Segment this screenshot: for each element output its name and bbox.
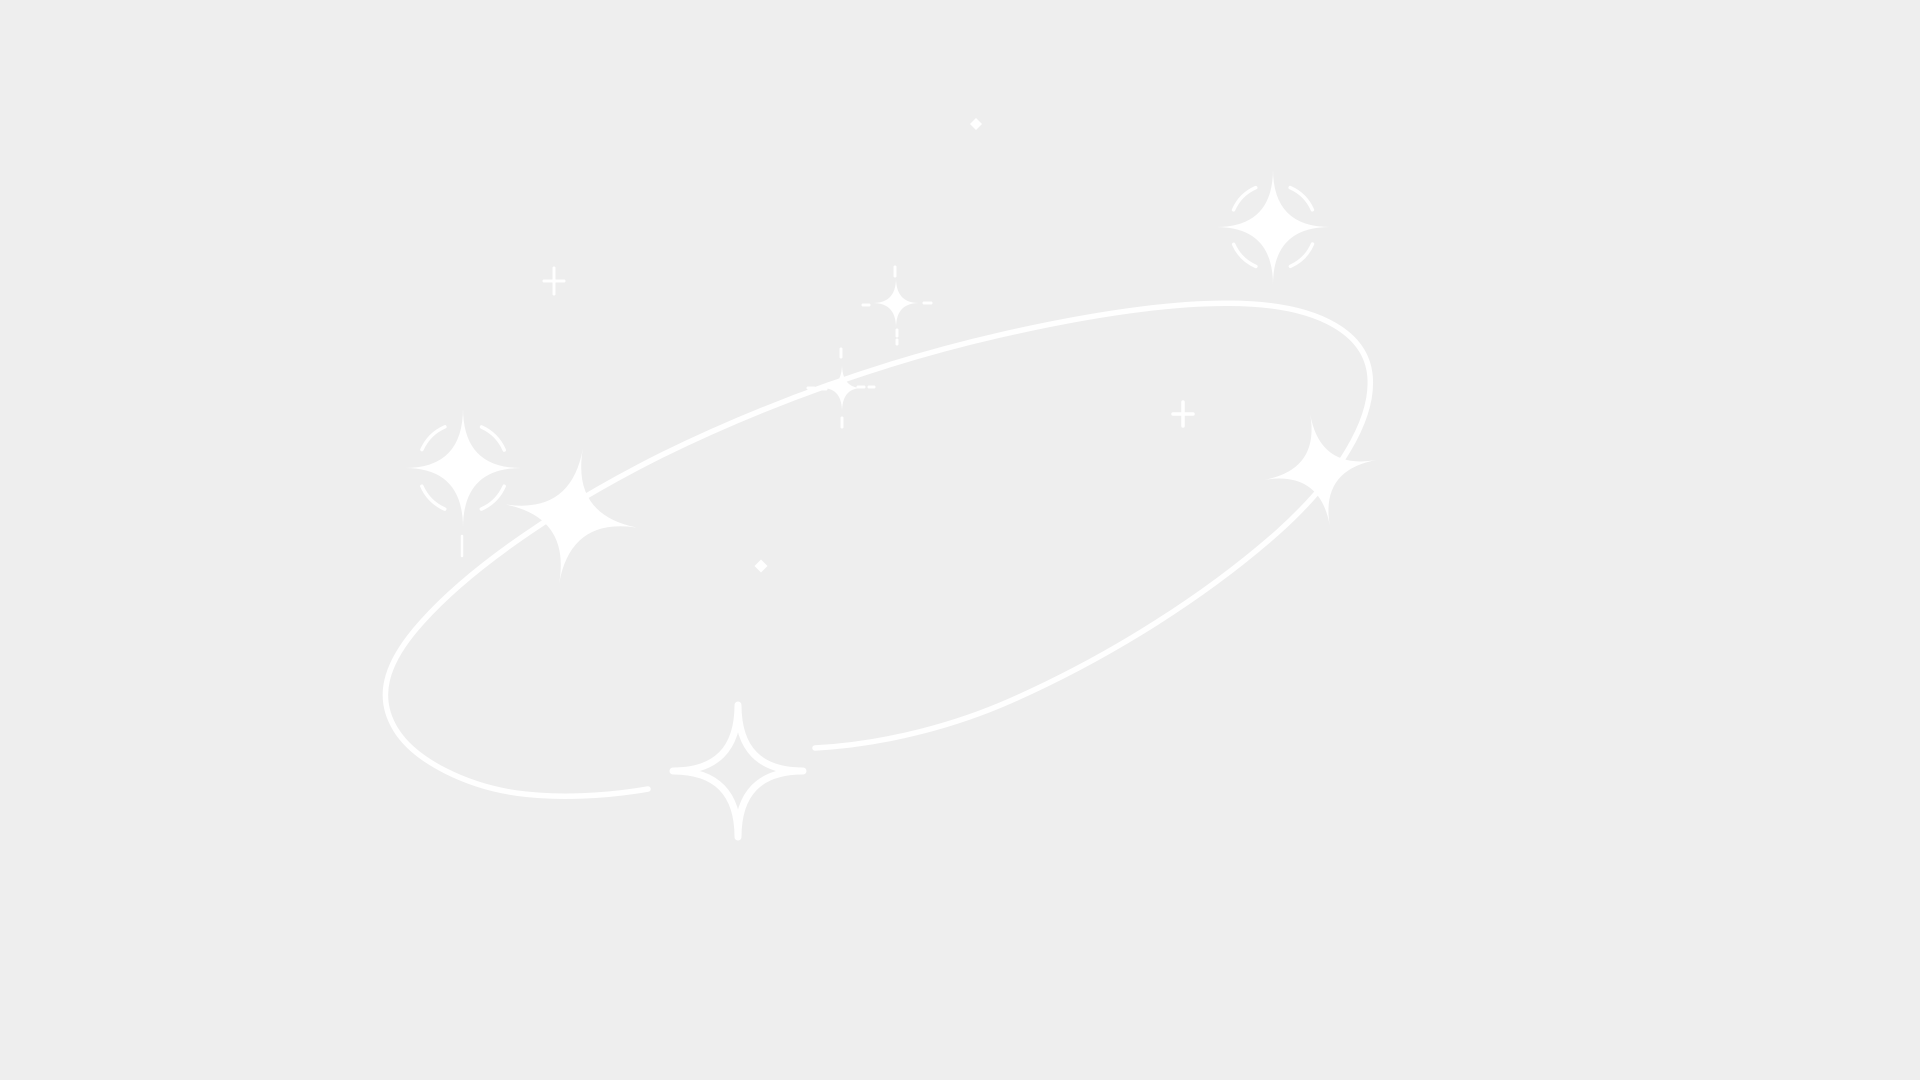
diamond-center	[754, 559, 768, 573]
diamond-top	[970, 118, 982, 130]
sparkle-large-left	[502, 448, 640, 584]
sparkle-ringed-top	[1216, 169, 1330, 285]
sparkle-ringed-left	[405, 408, 521, 528]
sparkle-large-right	[1262, 413, 1378, 527]
sparkle-small-on-ring	[822, 364, 862, 412]
sparkle-small-upper	[873, 278, 919, 328]
sparkle-outline-bottom	[669, 701, 807, 841]
orbit-ring	[382, 300, 1373, 799]
